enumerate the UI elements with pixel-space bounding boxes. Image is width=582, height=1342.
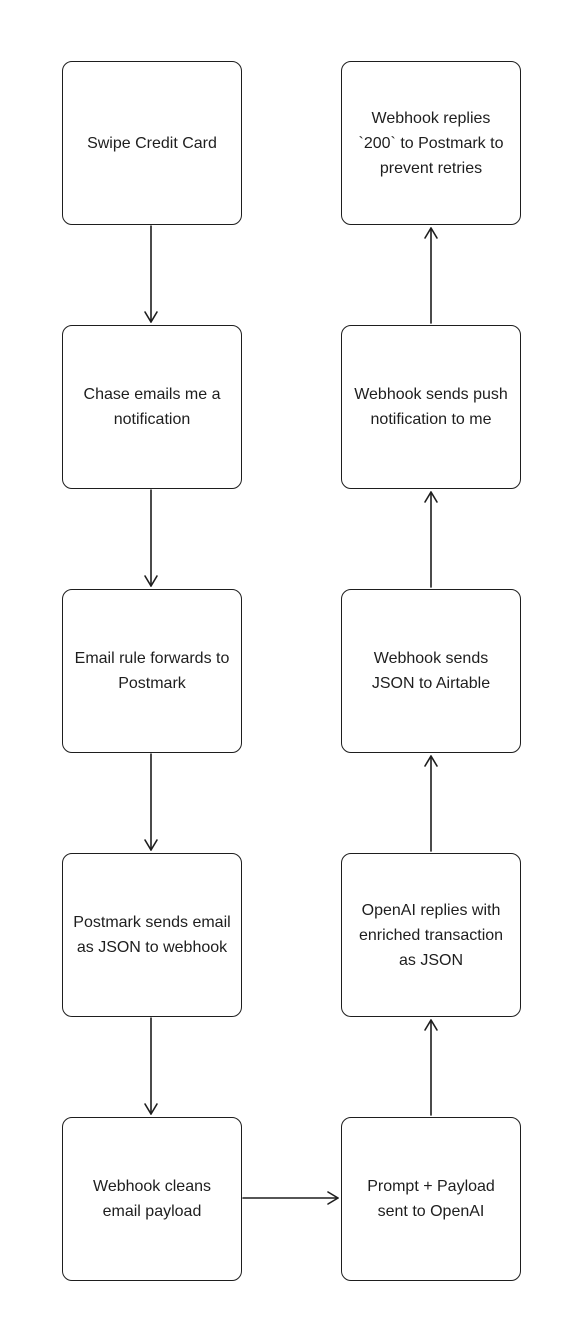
step-webhook-clean: Webhook cleans email payload [62, 1117, 242, 1281]
step-webhook-reply: Webhook replies `200` to Postmark to pre… [341, 61, 521, 225]
step-openai-reply: OpenAI replies with enriched transaction… [341, 853, 521, 1017]
arrow-postmark-to-clean [144, 1017, 158, 1115]
step-email-rule: Email rule forwards to Postmark [62, 589, 242, 753]
step-push-notification: Webhook sends push notification to me [341, 325, 521, 489]
step-prompt-openai-label: Prompt + Payload sent to OpenAI [367, 1178, 495, 1220]
step-chase-email-label: Chase emails me a notification [83, 386, 221, 428]
arrow-chase-to-email-rule [144, 489, 158, 587]
step-postmark-json-label: Postmark sends email as JSON to webhook [73, 914, 231, 956]
step-chase-email: Chase emails me a notification [62, 325, 242, 489]
arrow-push-to-reply [424, 227, 438, 324]
step-prompt-openai: Prompt + Payload sent to OpenAI [341, 1117, 521, 1281]
arrow-clean-to-prompt [242, 1191, 339, 1205]
arrow-prompt-to-openai [424, 1019, 438, 1116]
step-webhook-clean-label: Webhook cleans email payload [93, 1178, 211, 1220]
arrow-email-rule-to-postmark [144, 753, 158, 851]
step-airtable: Webhook sends JSON to Airtable [341, 589, 521, 753]
step-airtable-label: Webhook sends JSON to Airtable [371, 650, 491, 692]
step-swipe-credit-card: Swipe Credit Card [62, 61, 242, 225]
step-push-notification-label: Webhook sends push notification to me [354, 386, 508, 428]
arrow-airtable-to-push [424, 491, 438, 588]
step-openai-reply-label: OpenAI replies with enriched transaction… [358, 901, 504, 969]
step-email-rule-label: Email rule forwards to Postmark [74, 650, 230, 692]
step-swipe-credit-card-label: Swipe Credit Card [87, 134, 217, 152]
step-postmark-json: Postmark sends email as JSON to webhook [62, 853, 242, 1017]
arrow-swipe-to-chase [144, 225, 158, 323]
arrow-openai-to-airtable [424, 755, 438, 852]
step-webhook-reply-label: Webhook replies `200` to Postmark to pre… [358, 109, 504, 177]
